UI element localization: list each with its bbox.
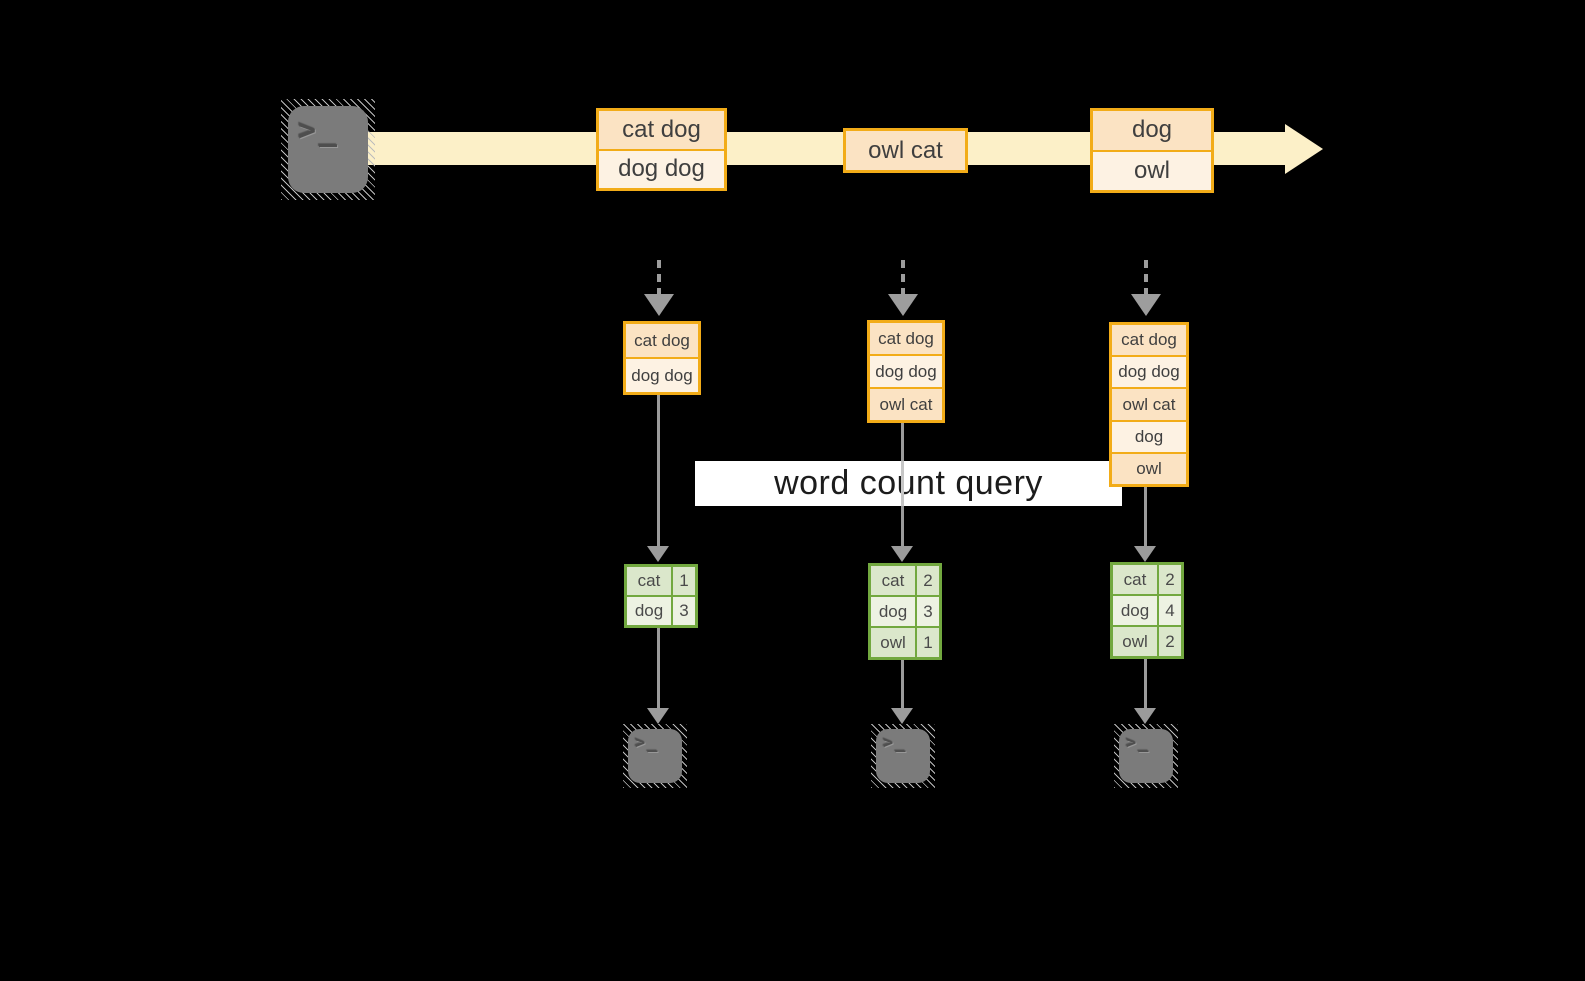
- terminal-body: [288, 106, 368, 193]
- buffer-box-2: cat dog dog dog owl cat: [867, 320, 945, 423]
- buffer-box-1: cat dog dog dog: [623, 321, 701, 395]
- sink-arrow-line: [657, 628, 660, 708]
- terminal-prompt-glyph: >_: [883, 733, 908, 753]
- event-text-cell: dog: [1093, 111, 1211, 150]
- stream-event-box-2: owl cat: [843, 128, 968, 173]
- buffer-cell: dog dog: [1112, 357, 1186, 388]
- query-label: word count query: [774, 464, 1043, 502]
- count-cell: 1: [917, 628, 939, 657]
- stream-event-box-1: cat dog dog dog: [596, 108, 727, 191]
- buffer-cell: owl: [1112, 453, 1186, 485]
- dashed-arrowhead-icon: [644, 294, 674, 316]
- sink-arrowhead-icon: [1134, 708, 1156, 724]
- terminal-prompt-glyph: >_: [1126, 733, 1151, 753]
- query-arrowhead-icon: [891, 546, 913, 562]
- query-arrow-line: [1144, 481, 1147, 546]
- sink-arrow-line: [1144, 659, 1147, 708]
- event-text-cell: cat dog: [599, 111, 724, 149]
- sink-terminal-icon-2: >_: [871, 724, 935, 788]
- sink-arrowhead-icon: [647, 708, 669, 724]
- event-text-cell: owl: [1093, 151, 1211, 190]
- query-arrow-line: [657, 389, 660, 546]
- word-cell: cat: [871, 566, 915, 595]
- dashed-arrowhead-icon: [888, 294, 918, 316]
- buffer-cell: dog: [1112, 421, 1186, 452]
- word-cell: owl: [1113, 627, 1157, 656]
- count-cell: 4: [1159, 596, 1181, 625]
- count-table-1: cat 1 dog 3: [624, 564, 698, 628]
- buffer-cell: cat dog: [626, 324, 698, 357]
- buffer-cell: owl cat: [1112, 389, 1186, 420]
- stream-event-box-3: dog owl: [1090, 108, 1214, 193]
- sink-terminal-icon-3: >_: [1114, 724, 1178, 788]
- sink-arrowhead-icon: [891, 708, 913, 724]
- terminal-prompt-glyph: >_: [635, 733, 660, 753]
- word-cell: cat: [1113, 565, 1157, 594]
- terminal-body: [876, 729, 930, 783]
- query-band: word count query: [695, 461, 1122, 506]
- count-table-3: cat 2 dog 4 owl 2: [1110, 562, 1184, 659]
- terminal-body: [628, 729, 682, 783]
- buffer-box-3: cat dog dog dog owl cat dog owl: [1109, 322, 1189, 487]
- buffer-cell: cat dog: [1112, 325, 1186, 356]
- event-text-cell: owl cat: [846, 131, 965, 170]
- count-cell: 2: [1159, 565, 1181, 594]
- count-table-2: cat 2 dog 3 owl 1: [868, 563, 942, 660]
- sink-arrow-line: [901, 660, 904, 708]
- word-cell: cat: [627, 567, 671, 595]
- count-cell: 2: [917, 566, 939, 595]
- dashed-arrow-line: [657, 260, 661, 296]
- count-cell: 2: [1159, 627, 1181, 656]
- word-cell: dog: [1113, 596, 1157, 625]
- count-cell: 3: [673, 597, 695, 625]
- terminal-body: [1119, 729, 1173, 783]
- stream-arrowhead-icon: [1285, 124, 1323, 174]
- buffer-cell: dog dog: [626, 359, 698, 392]
- count-cell: 1: [673, 567, 695, 595]
- buffer-cell: cat dog: [870, 323, 942, 354]
- dashed-arrowhead-icon: [1131, 294, 1161, 316]
- word-cell: dog: [871, 597, 915, 626]
- buffer-cell: owl cat: [870, 389, 942, 420]
- buffer-cell: dog dog: [870, 356, 942, 387]
- query-arrow-overlay-line: [901, 461, 904, 506]
- word-cell: owl: [871, 628, 915, 657]
- terminal-prompt-glyph: >_: [298, 113, 341, 148]
- dashed-arrow-line: [901, 260, 905, 296]
- event-text-cell: dog dog: [599, 150, 724, 188]
- dashed-arrow-line: [1144, 260, 1148, 296]
- source-terminal-icon: >_: [281, 99, 375, 200]
- query-arrowhead-icon: [647, 546, 669, 562]
- word-cell: dog: [627, 597, 671, 625]
- count-cell: 3: [917, 597, 939, 626]
- sink-terminal-icon-1: >_: [623, 724, 687, 788]
- query-arrowhead-icon: [1134, 546, 1156, 562]
